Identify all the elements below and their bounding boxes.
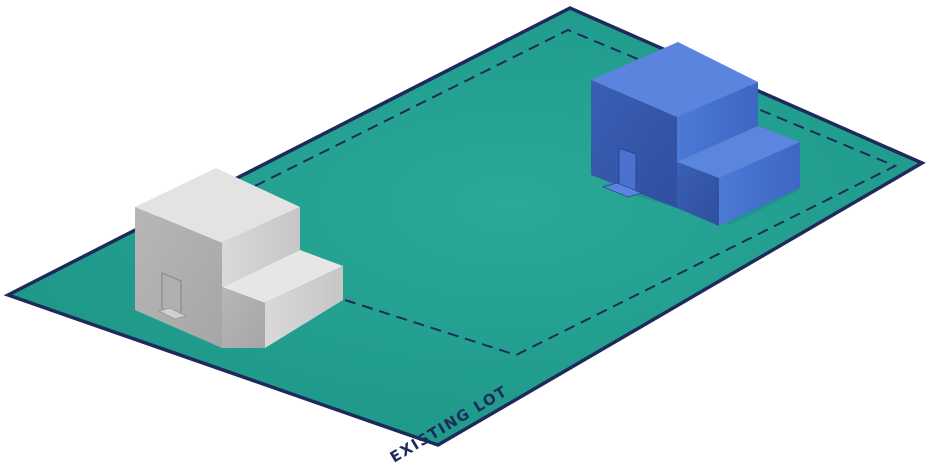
new-house-tall-front bbox=[591, 80, 677, 208]
new-house-tall-top bbox=[591, 42, 758, 117]
existing-house-low-side bbox=[265, 266, 343, 348]
new-house-low-side bbox=[719, 142, 800, 226]
existing-house-tall-front bbox=[135, 207, 222, 348]
existing-house-tall-side bbox=[222, 207, 300, 287]
new-house-low-top bbox=[677, 126, 800, 178]
existing-house-low-front bbox=[222, 287, 265, 348]
new-house-step bbox=[601, 182, 644, 198]
new-house-tall-side bbox=[677, 82, 758, 162]
existing-house-tall-top bbox=[135, 168, 300, 243]
existing-house-low-top bbox=[222, 250, 343, 303]
existing-house-door-step bbox=[158, 307, 187, 320]
new-house-low-front bbox=[677, 162, 719, 226]
setback-line bbox=[254, 28, 898, 357]
new-house bbox=[591, 42, 800, 226]
existing-house bbox=[135, 168, 345, 348]
